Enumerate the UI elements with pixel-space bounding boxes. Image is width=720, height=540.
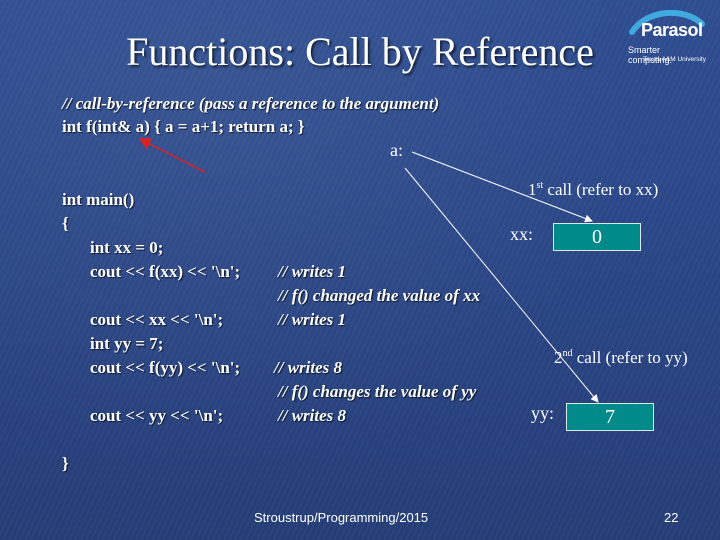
page-number: 22 bbox=[664, 510, 679, 525]
logo-name: Parasol bbox=[641, 20, 703, 40]
second-call-ordinal: 2 bbox=[554, 348, 563, 367]
code-function-def: int f(int& a) { a = a+1; return a; } bbox=[62, 117, 305, 136]
logo-swoosh-icon bbox=[629, 9, 705, 35]
second-call-suffix: nd bbox=[562, 348, 573, 359]
code-close-brace: } bbox=[62, 454, 69, 473]
yy-label: yy: bbox=[531, 403, 555, 423]
code-line-yy-init: int yy = 7; bbox=[90, 334, 164, 353]
code-line-call-f-yy: cout << f(yy) << '\n'; bbox=[90, 358, 241, 377]
arrow-a-to-yy bbox=[404, 167, 599, 403]
logo-tagline: Smarter computing. bbox=[628, 45, 673, 65]
first-call-note: 1st call (refer to xx) bbox=[528, 180, 658, 200]
code-comment-writes-1b: // writes 1 bbox=[278, 310, 347, 329]
code-line-print-xx: cout << xx << '\n'; bbox=[90, 310, 224, 329]
code-comment-header: // call-by-reference (pass a reference t… bbox=[62, 94, 440, 113]
slide-title: Functions: Call by Reference bbox=[126, 29, 594, 74]
code-comment-writes-8b: // writes 8 bbox=[278, 406, 347, 425]
xx-value-box: 0 bbox=[553, 223, 641, 251]
param-a-label: a: bbox=[390, 140, 403, 160]
code-line-call-f-xx: cout << f(xx) << '\n'; bbox=[90, 262, 241, 281]
first-call-text: call (refer to xx) bbox=[543, 180, 659, 199]
code-line-xx-init: int xx = 0; bbox=[90, 238, 164, 257]
second-call-note: 2nd call (refer to yy) bbox=[554, 348, 688, 368]
second-call-text: call (refer to yy) bbox=[572, 348, 688, 367]
code-comment-changes-yy: // f() changes the value of yy bbox=[278, 382, 477, 401]
xx-label: xx: bbox=[510, 224, 534, 244]
yy-value-box: 7 bbox=[566, 403, 654, 431]
arrow-a-to-xx bbox=[411, 151, 593, 223]
first-call-ordinal: 1 bbox=[528, 180, 537, 199]
code-line-print-yy: cout << yy << '\n'; bbox=[90, 406, 224, 425]
first-call-suffix: st bbox=[536, 180, 544, 191]
code-comment-writes-8a: // writes 8 bbox=[274, 358, 343, 377]
footer-source: Stroustrup/Programming/2015 bbox=[254, 510, 429, 525]
code-main-signature: int main() bbox=[62, 190, 135, 209]
red-pointer-arrow bbox=[138, 138, 206, 173]
code-comment-writes-1a: // writes 1 bbox=[278, 262, 347, 281]
code-comment-changed-xx: // f() changed the value of xx bbox=[278, 286, 481, 305]
logo-university: Texas A&M University bbox=[643, 56, 706, 63]
code-open-brace: { bbox=[62, 214, 69, 233]
parasol-logo: Parasol Smarter computing. Texas A&M Uni… bbox=[628, 9, 708, 72]
